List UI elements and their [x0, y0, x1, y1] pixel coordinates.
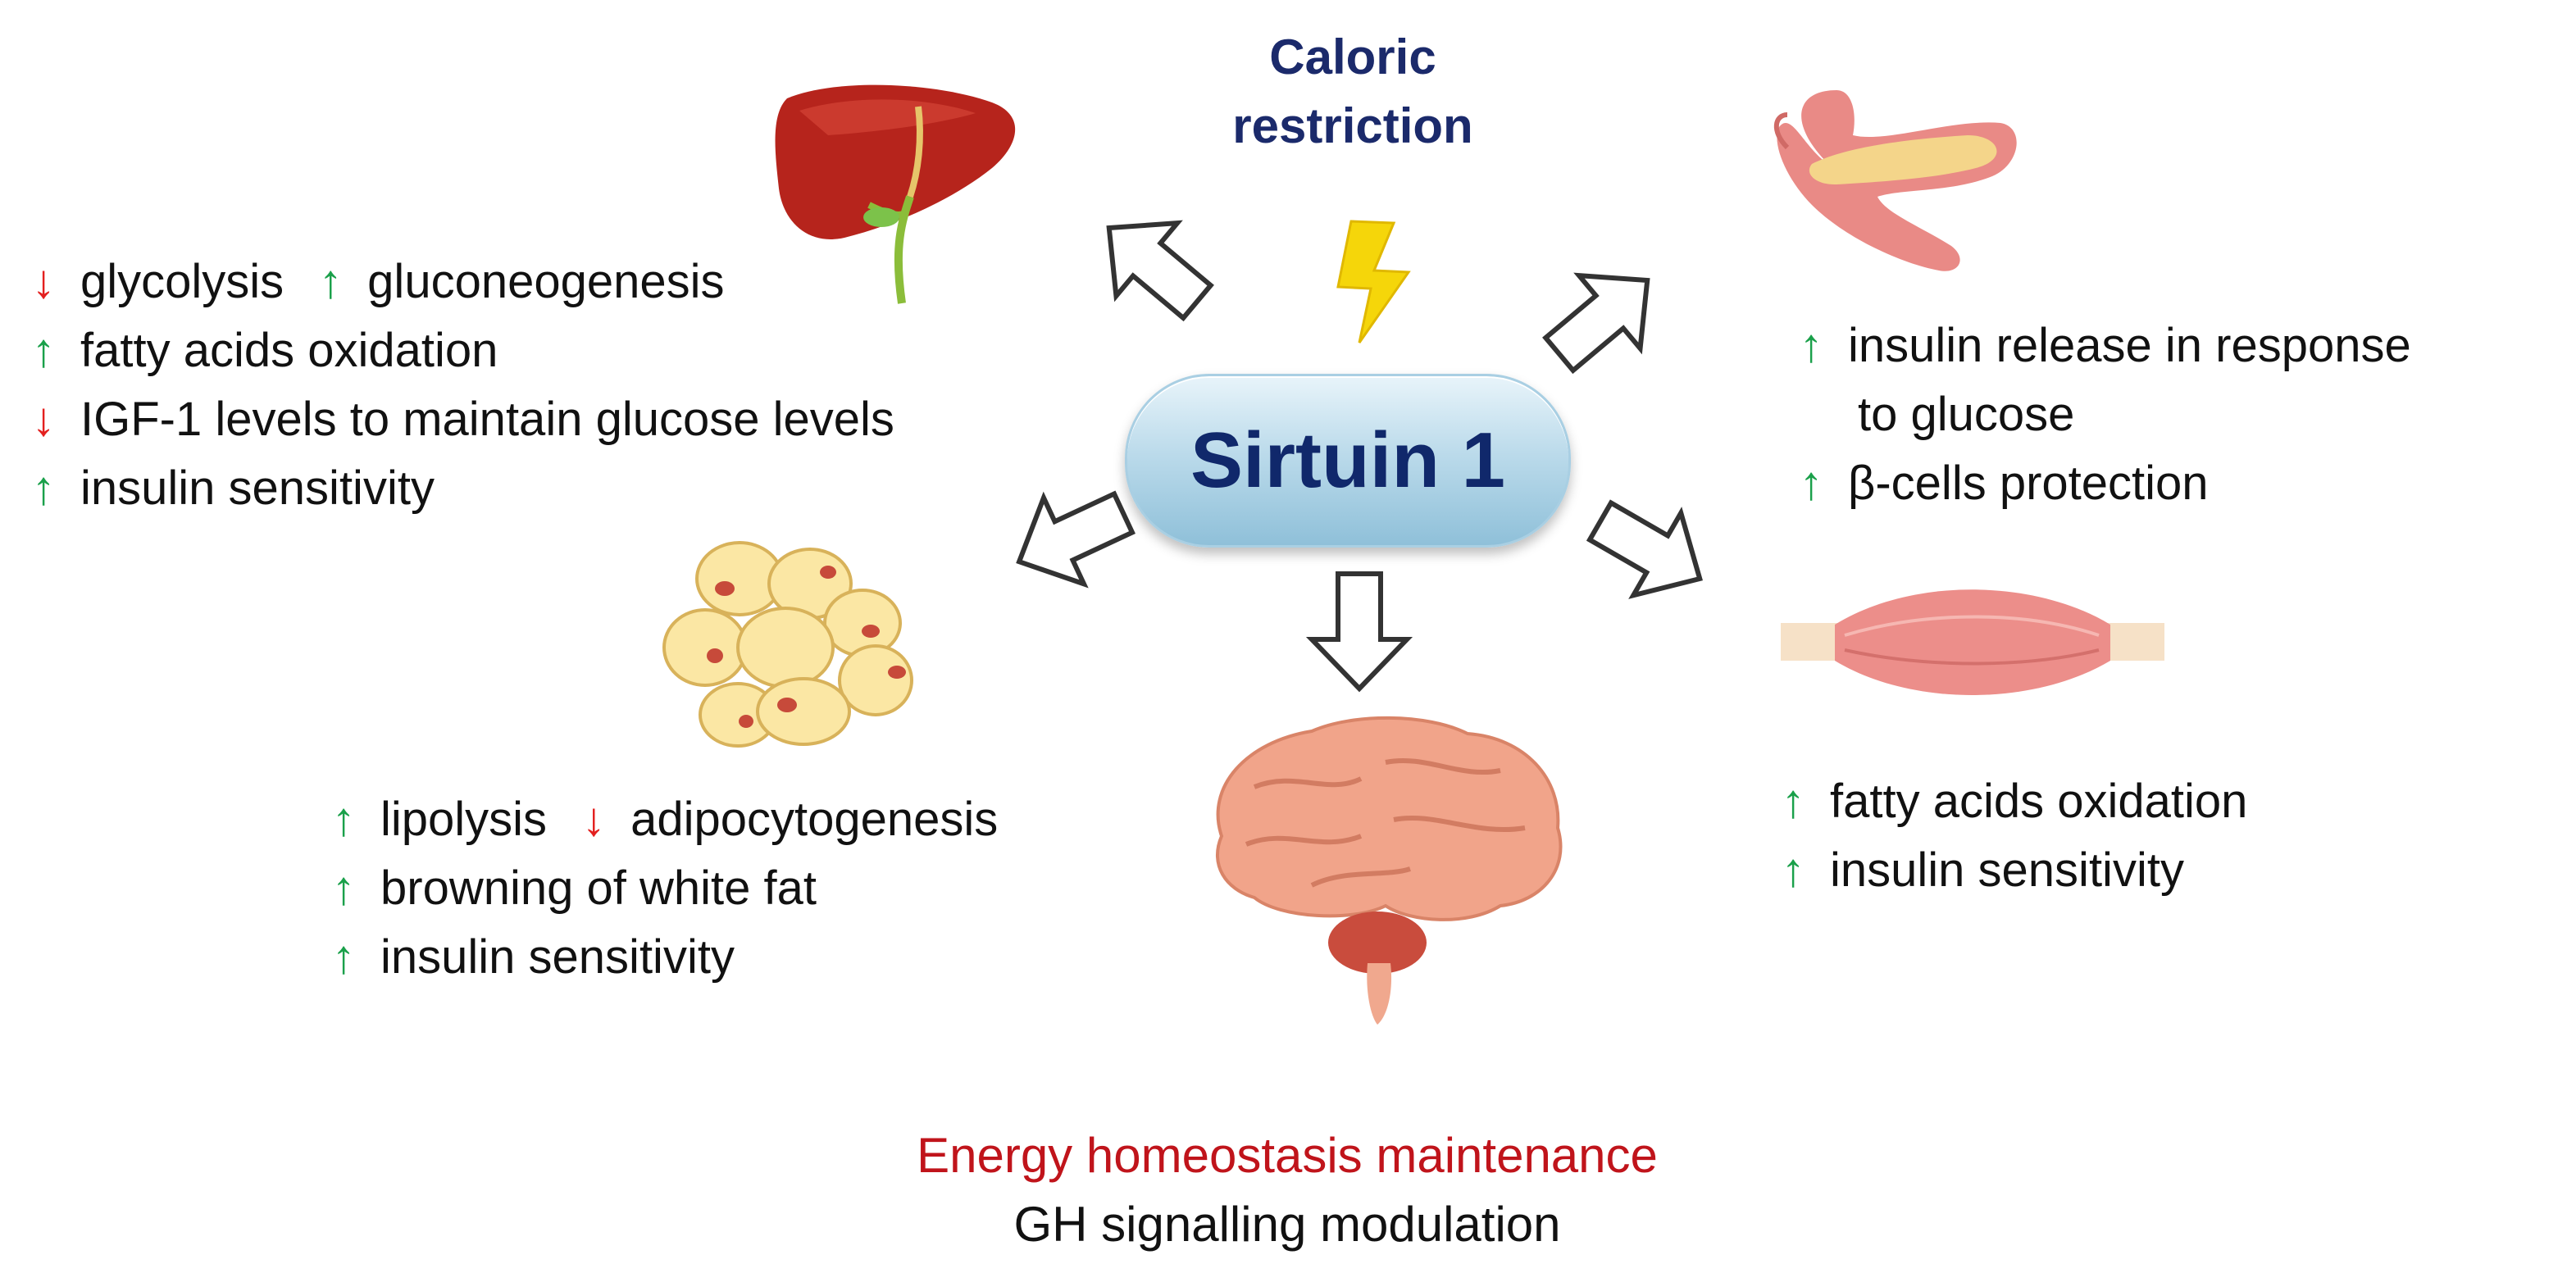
sirtuin-1-label: Sirtuin 1 [1190, 416, 1506, 504]
liver-icon [775, 84, 1016, 304]
liver-effect-line: ↑ insulin sensitivity [25, 454, 894, 523]
muscle-effect-text: fatty acids oxidation [1830, 775, 2248, 828]
muscle-effect-line: ↑ insulin sensitivity [1774, 836, 2247, 905]
pancreas-effect-line: ↑ β-cells protection [1792, 449, 2411, 518]
liver-effects: ↓ glycolysis ↑ gluconeogenesis ↑ fatty acids … [25, 248, 894, 523]
adipose-effects: ↑ lipolysis ↓ adipocytogenesis ↑ browning of … [325, 785, 999, 992]
liver-effect-text: insulin sensitivity [80, 461, 435, 515]
adipose-effect-text: lipolysis [380, 793, 548, 846]
arrow-to-adipose [1016, 490, 1136, 589]
muscle-effects: ↑ fatty acids oxidation ↑ insulin sensitivi… [1774, 767, 2248, 905]
pancreas-effect-text: β-cells protection [1848, 457, 2209, 510]
pancreas-effect-text: to glucose [1858, 388, 2075, 441]
sirtuin-1-node: Sirtuin 1 [1125, 374, 1571, 548]
up-arrow-icon: ↑ [31, 461, 56, 515]
up-arrow-icon: ↑ [331, 930, 356, 984]
adipose-effect-text: browning of white fat [380, 862, 817, 915]
up-arrow-icon: ↑ [318, 255, 343, 308]
arrow-to-liver [1106, 220, 1214, 322]
down-arrow-icon: ↓ [581, 793, 606, 846]
pancreas-effect-text: insulin release in response [1848, 319, 2411, 372]
adipose-effect-text: adipocytogenesis [630, 793, 999, 846]
brain-icon [1216, 716, 1563, 1025]
down-arrow-icon: ↓ [31, 255, 56, 308]
arrow-to-pancreas [1542, 272, 1650, 375]
up-arrow-icon: ↑ [1799, 457, 1823, 510]
adipose-effect-text: insulin sensitivity [380, 930, 735, 984]
pancreas-icon [1773, 90, 2017, 271]
muscle-effect-text: insulin sensitivity [1830, 843, 2184, 897]
liver-effect-line: ↑ fatty acids oxidation [25, 316, 894, 385]
pancreas-effect-line: to glucose [1792, 380, 2411, 449]
liver-effect-text: IGF-1 levels to maintain glucose levels [80, 393, 894, 446]
up-arrow-icon: ↑ [331, 862, 356, 915]
arrow-to-brain [1305, 571, 1413, 693]
up-arrow-icon: ↑ [31, 324, 56, 377]
down-arrow-icon: ↓ [31, 393, 56, 446]
muscle-effect-line: ↑ fatty acids oxidation [1774, 767, 2248, 836]
pancreas-effects: ↑ insulin release in response to glucose ↑ β… [1792, 311, 2411, 518]
up-arrow-icon: ↑ [1781, 775, 1805, 828]
pancreas-effect-line: ↑ insulin release in response [1792, 311, 2411, 380]
gh-signalling-label: GH signalling modulation [1013, 1197, 1561, 1252]
adipose-effect-line: ↑ insulin sensitivity [325, 923, 998, 992]
liver-effect-text: glycolysis [80, 255, 284, 308]
adipose-effect-line: ↑ lipolysis ↓ adipocytogenesis [325, 785, 999, 854]
liver-effect-text: fatty acids oxidation [80, 324, 498, 377]
up-arrow-icon: ↑ [331, 793, 356, 846]
adipose-cells-icon [662, 541, 913, 748]
liver-effect-line: ↓ IGF-1 levels to maintain glucose levels [25, 385, 894, 454]
liver-effect-text: gluconeogenesis [367, 255, 725, 308]
liver-effect-line: ↓ glycolysis ↑ gluconeogenesis [25, 248, 894, 316]
up-arrow-icon: ↑ [1799, 319, 1823, 372]
caloric-restriction-label: Caloric restriction [1232, 30, 1473, 153]
lightning-icon [1336, 220, 1411, 343]
muscle-icon [1781, 589, 2164, 695]
up-arrow-icon: ↑ [1781, 843, 1805, 897]
arrow-to-muscle [1586, 499, 1703, 599]
adipose-effect-line: ↑ browning of white fat [325, 854, 998, 923]
energy-homeostasis-label: Energy homeostasis maintenance [917, 1128, 1658, 1183]
